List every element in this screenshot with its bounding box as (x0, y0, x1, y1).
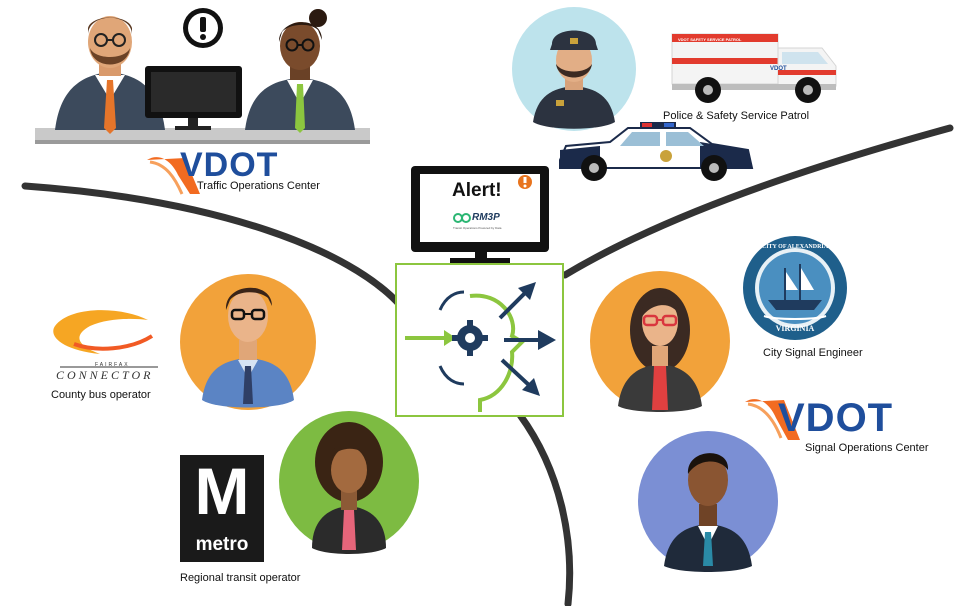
signal-ops-avatar (664, 453, 752, 572)
truck-banner-text: VDOT SAFETY SERVICE PATROL (678, 37, 742, 42)
desk (35, 128, 370, 140)
gear-icon (452, 320, 488, 356)
county-bus-operator (53, 274, 316, 410)
city-signal-label: City Signal Engineer (763, 347, 863, 359)
truck-logo-text: VDOT (770, 66, 787, 72)
signal-operations-center (638, 399, 800, 572)
curve-bottom (516, 411, 574, 606)
fairfax-logo-word: CONNECTOR (56, 368, 154, 382)
operator-right-avatar (245, 9, 355, 133)
signal-ops-brand: VDOT (778, 396, 894, 440)
police-officer-avatar (533, 30, 615, 129)
seal-top-text: CITY OF ALEXANDRIA (761, 244, 829, 250)
warning-icon (518, 175, 532, 189)
police-label: Police & Safety Service Patrol (663, 110, 810, 122)
central-hub (395, 263, 564, 417)
traffic-ops-label: Traffic Operations Center (197, 180, 320, 192)
traffic-ops-brand: VDOT (180, 146, 279, 184)
county-bus-label: County bus operator (51, 389, 151, 401)
police-service-patrol (512, 7, 837, 181)
police-car (559, 122, 754, 181)
traffic-operations-center (35, 8, 370, 195)
fairfax-connector-logo (53, 310, 158, 368)
rm3p-logo-text: RM3P (472, 212, 500, 223)
connection-curves (21, 124, 954, 606)
transit-operator-label: Regional transit operator (180, 572, 301, 584)
curve-left (21, 182, 404, 309)
service-patrol-truck (671, 33, 837, 103)
metro-letter: M (194, 454, 250, 528)
metro-logo (180, 455, 264, 562)
fairfax-logo-top: FAIRFAX (95, 362, 130, 368)
vdot-logo (147, 157, 200, 195)
regional-transit-operator (180, 411, 419, 562)
vdot-logo-2 (745, 399, 800, 440)
alexandria-seal (743, 236, 847, 340)
exclamation-icon (183, 8, 223, 48)
metro-word: metro (195, 534, 249, 555)
operator-left-avatar (55, 16, 165, 134)
analytics-head-icon (405, 282, 556, 412)
city-signal-engineer (590, 236, 847, 412)
signal-ops-label: Signal Operations Center (805, 442, 929, 454)
operator-monitor (145, 66, 242, 130)
alert-title: Alert! (452, 180, 502, 201)
seal-bottom-text: VIRGINIA (775, 324, 815, 333)
bus-operator-avatar (202, 287, 294, 408)
rm3p-logo-icon (453, 213, 471, 223)
rm3p-logo-subtext: Transit Operations Powered by Data (453, 226, 502, 230)
output-arrows-icon (498, 282, 556, 396)
alert-monitor (411, 166, 549, 264)
curve-right-top (561, 124, 954, 279)
city-engineer-avatar (618, 288, 702, 412)
transit-operator-avatar (312, 422, 386, 554)
